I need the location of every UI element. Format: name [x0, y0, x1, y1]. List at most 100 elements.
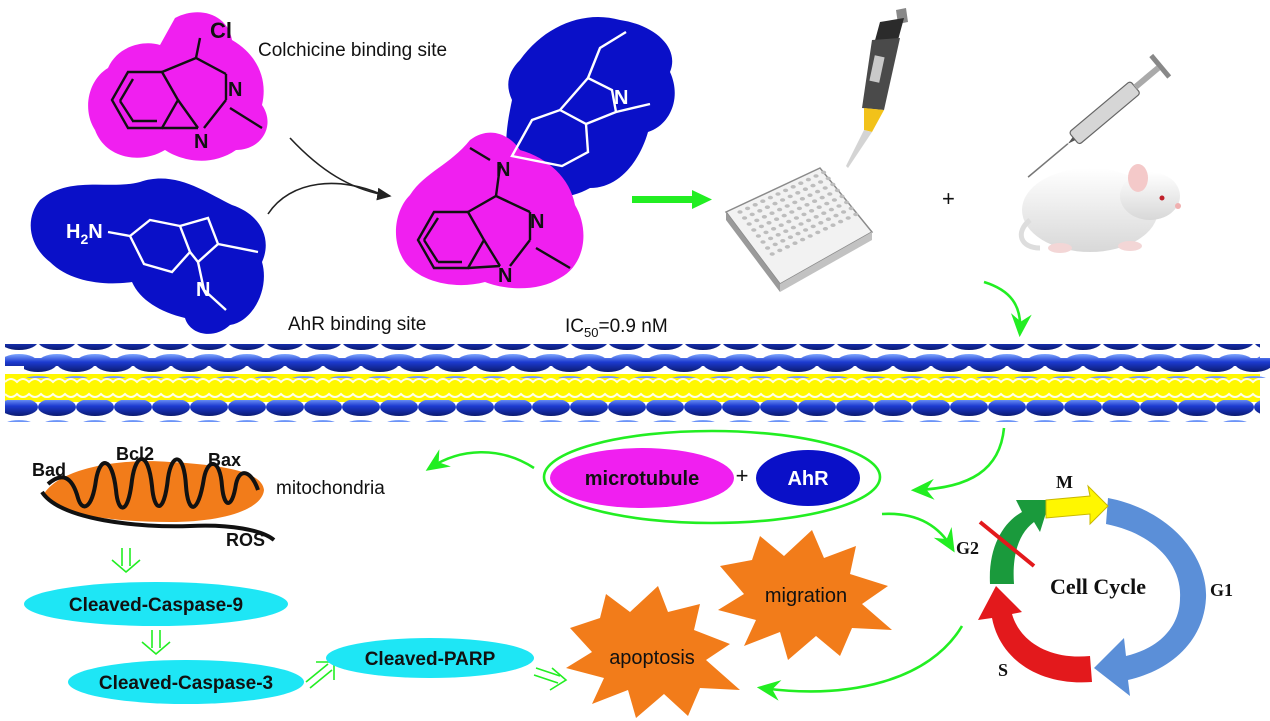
m-phase-arrow [1045, 484, 1109, 526]
syringe-icon [1027, 53, 1172, 178]
plate-well [813, 174, 819, 178]
plate-well [786, 219, 792, 224]
plate-well [749, 212, 755, 217]
plate-well [760, 240, 766, 244]
amino-group: H2N [66, 221, 103, 247]
plate-well [802, 187, 809, 191]
green-curve-arrow [756, 625, 964, 701]
plate-well [824, 201, 830, 206]
plate-well [792, 241, 798, 245]
g2-block-mark [978, 520, 1036, 568]
plate-well [763, 230, 769, 235]
plate-well [799, 197, 806, 201]
plate-well [787, 194, 793, 199]
plate-well [810, 224, 816, 229]
chlorine-atom: Cl [210, 18, 232, 43]
plate-well [830, 182, 836, 187]
rat-icon [1018, 164, 1181, 253]
plate-well [781, 213, 787, 218]
plate-well [784, 245, 791, 249]
g1-phase-arrow [1094, 498, 1207, 696]
plate-well [796, 206, 803, 211]
plate-well [769, 252, 775, 256]
apoptosis-burst [566, 586, 740, 718]
g2-phase-label: G2 [956, 538, 979, 558]
plate-well [844, 200, 850, 205]
indole-nitrogen-atom: N [614, 87, 628, 109]
plate-well [772, 242, 778, 247]
parp-node: Cleaved-PARP [326, 638, 534, 678]
cell-cycle-title: Cell Cycle [1050, 574, 1146, 599]
plate-well [827, 192, 833, 196]
plate-well [742, 216, 748, 220]
colchicine-site-blob [88, 12, 268, 161]
plate-well [775, 192, 781, 196]
plate-well [818, 221, 824, 225]
plus-sign: + [736, 463, 749, 488]
g1-phase-label: G1 [1210, 580, 1233, 600]
plate-well [809, 209, 815, 213]
plate-well [795, 191, 801, 195]
green-curve-arrow [881, 512, 955, 553]
plate-well [839, 194, 845, 199]
ahr-target [756, 450, 860, 506]
plate-well [768, 236, 774, 241]
cell-cycle-diagram: Cell Cycle M G1 S G2 [956, 472, 1233, 696]
bcl2-label: Bcl2 [116, 444, 154, 464]
chloro-quinazoline-molecule: Cl N N [88, 12, 268, 161]
mitochondria-outer-membrane [40, 490, 276, 542]
plate-well [752, 203, 758, 207]
ring-nitrogen-atom: N [228, 79, 242, 101]
ring-nitrogen-atom: N [498, 265, 512, 287]
plate-well [841, 210, 847, 214]
m-phase-label: M [1056, 472, 1073, 492]
plate-well [833, 213, 839, 218]
plate-well [810, 183, 816, 188]
plate-well [780, 198, 786, 202]
migration-burst [718, 530, 892, 660]
plate-well [805, 177, 812, 182]
plate-well [765, 246, 771, 250]
plate-well [801, 212, 807, 217]
green-curve-arrow [910, 427, 1006, 500]
targets-group: microtubule + AhR [542, 429, 882, 525]
plate-well [771, 227, 777, 231]
s-phase-label: S [998, 660, 1008, 680]
double-arrow-down [141, 630, 171, 656]
product-blue-blob [506, 16, 675, 197]
plate-well [806, 218, 812, 223]
mitochondria-diagram [40, 457, 276, 542]
plate-well [777, 248, 783, 253]
ahr-site-label: AhR binding site [288, 314, 426, 335]
ring-nitrogen-atom: N [530, 211, 544, 233]
microtubule-label: microtubule [585, 468, 699, 490]
double-arrow-right [305, 661, 335, 689]
product-molecule: N N N N [395, 16, 675, 289]
plate-well [834, 188, 841, 193]
plate-well [812, 199, 818, 203]
plate-well [819, 195, 825, 200]
plate-well [792, 200, 798, 205]
caspase3-node: Cleaved-Caspase-3 [68, 660, 304, 704]
plate-well [766, 221, 772, 225]
plate-well [800, 237, 806, 242]
plate-well [784, 204, 790, 208]
ic50-label: IC50=0.9 nM [565, 316, 668, 340]
microtubule-target [550, 448, 734, 508]
indole-nitrogen-atom: N [196, 279, 210, 301]
plate-well [783, 229, 789, 233]
plate-well [764, 205, 771, 209]
plate-well [825, 217, 832, 221]
bax-label: Bax [208, 450, 241, 470]
plate-well [798, 222, 804, 226]
plate-well [807, 193, 813, 197]
plate-well [818, 180, 824, 184]
plate-well [793, 216, 800, 220]
plate-well [838, 219, 844, 224]
plus-sign: + [942, 186, 955, 211]
plate-well [853, 212, 859, 217]
well-plate-icon [724, 167, 874, 292]
plate-well [757, 209, 763, 213]
parp-label: Cleaved-PARP [365, 649, 496, 670]
